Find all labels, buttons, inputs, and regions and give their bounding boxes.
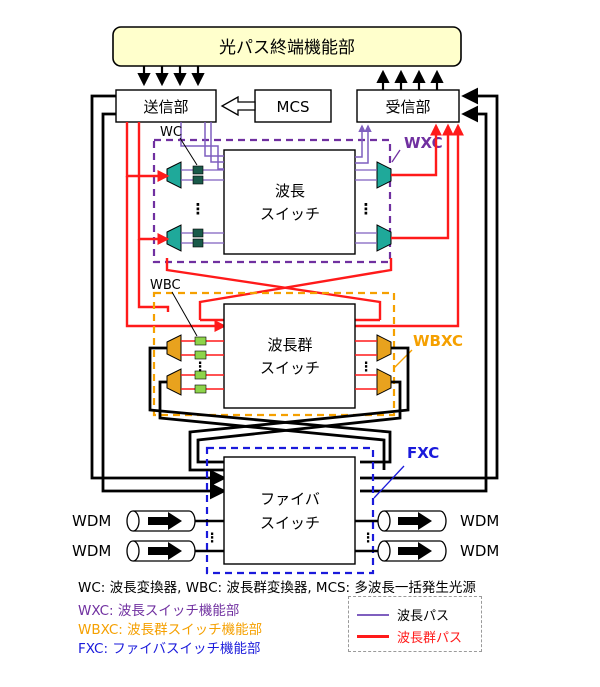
- mcs-box: [254, 89, 332, 123]
- diagram-canvas: 光パス終端機能部 送信部 MCS 受信部 WXC 波長 スイッチ: [72, 26, 499, 575]
- wdm-fiber-in-1: [126, 510, 196, 532]
- wbc-demux-top: [166, 334, 182, 362]
- fxc-label: FXC: [407, 444, 439, 462]
- outer-fiber-loops: [90, 87, 499, 500]
- rx-output-arrows: [376, 69, 444, 90]
- fxc-in-dots: ⋮: [206, 531, 219, 546]
- wc-demux-bottom: [166, 224, 182, 252]
- wbc-converter-blocks: [194, 336, 207, 394]
- transmitter-box: [115, 89, 217, 123]
- wbc-demux-bottom: [166, 368, 182, 396]
- tx-wavelength-paths: [180, 122, 224, 170]
- wbxc-frame: [152, 291, 396, 417]
- legend-line-3: WBXC: 波長群スイッチ機能部: [78, 622, 263, 638]
- wdm-fiber-out-2: [377, 540, 447, 562]
- wdm-label-in-2: WDM: [72, 542, 111, 560]
- fiber-switch-line1: ファイバ: [260, 490, 320, 508]
- transmitter-label: 送信部: [143, 98, 188, 116]
- wbxc-out-lines: [355, 340, 377, 390]
- wbxc-mux-bottom: [376, 368, 392, 396]
- wc-label: WC: [160, 125, 182, 140]
- mcs-to-tx-arrow: [220, 95, 256, 117]
- termination-label: 光パス終端機能部: [219, 38, 355, 58]
- waveband-switch: [223, 303, 356, 409]
- legend-wavelength-path: 波長パス: [357, 605, 449, 624]
- waveband-switch-line1: 波長群: [267, 336, 312, 354]
- wdm-fiber-out-1: [377, 510, 447, 532]
- receiver-label: 受信部: [385, 98, 430, 116]
- rx-wavelength-paths: [355, 124, 372, 164]
- purple-line-swatch: [357, 613, 389, 616]
- wbxc-mux-top: [376, 334, 392, 362]
- wbc-dots: ⋮: [194, 360, 207, 375]
- wc-dots: ⋮: [191, 200, 206, 218]
- fiber-switch: [223, 456, 356, 565]
- red-line-swatch: [357, 635, 389, 638]
- termination-box: [112, 26, 462, 67]
- wdm-label-in-1: WDM: [72, 512, 111, 530]
- wbc-label: WBC: [150, 278, 181, 293]
- wdm-fiber-in-2: [126, 540, 196, 562]
- wbxc-out-dots: ⋮: [360, 360, 373, 375]
- wavelength-switch: [223, 149, 356, 255]
- waveband-switch-line2: スイッチ: [260, 359, 320, 377]
- wxc-label: WXC: [404, 134, 443, 152]
- wxc-frame: [152, 138, 392, 264]
- fiber-switch-line2: スイッチ: [260, 514, 320, 532]
- wbxc-label: WBXC: [413, 332, 463, 350]
- legend-wavelength-path-label: 波長パス: [397, 609, 450, 624]
- wdm-label-out-1: WDM: [460, 512, 499, 530]
- legend-line-4: FXC: ファイバスイッチ機能部: [78, 641, 261, 657]
- wxc-out-lines: [355, 169, 377, 244]
- wavelength-switch-line2: スイッチ: [260, 205, 320, 223]
- legend-line-1: WC: 波長変換器, WBC: 波長群変換器, MCS: 多波長一括発生光源: [78, 580, 476, 596]
- fxc-frame: [205, 446, 375, 575]
- wdm-label-out-2: WDM: [460, 542, 499, 560]
- receiver-box: [356, 89, 460, 123]
- wavelength-switch-line1: 波長: [275, 182, 305, 200]
- wc-converter-blocks: [192, 165, 204, 248]
- legend-waveband-path: 波長群パス: [357, 627, 462, 646]
- path-legend-box: 波長パス 波長群パス: [348, 596, 482, 652]
- legend-line-2: WXC: 波長スイッチ機能部: [78, 603, 240, 619]
- fiber-crossing: [148, 346, 410, 472]
- wxc-out-dots: ⋮: [359, 200, 374, 218]
- wxc-mux-top: [376, 161, 392, 189]
- mcs-label: MCS: [277, 98, 310, 116]
- wc-demux-top: [166, 161, 182, 189]
- wxc-mux-bottom: [376, 224, 392, 252]
- legend-waveband-path-label: 波長群パス: [397, 631, 463, 646]
- fxc-out-dots: ⋮: [362, 531, 375, 546]
- tx-input-arrows: [137, 66, 205, 87]
